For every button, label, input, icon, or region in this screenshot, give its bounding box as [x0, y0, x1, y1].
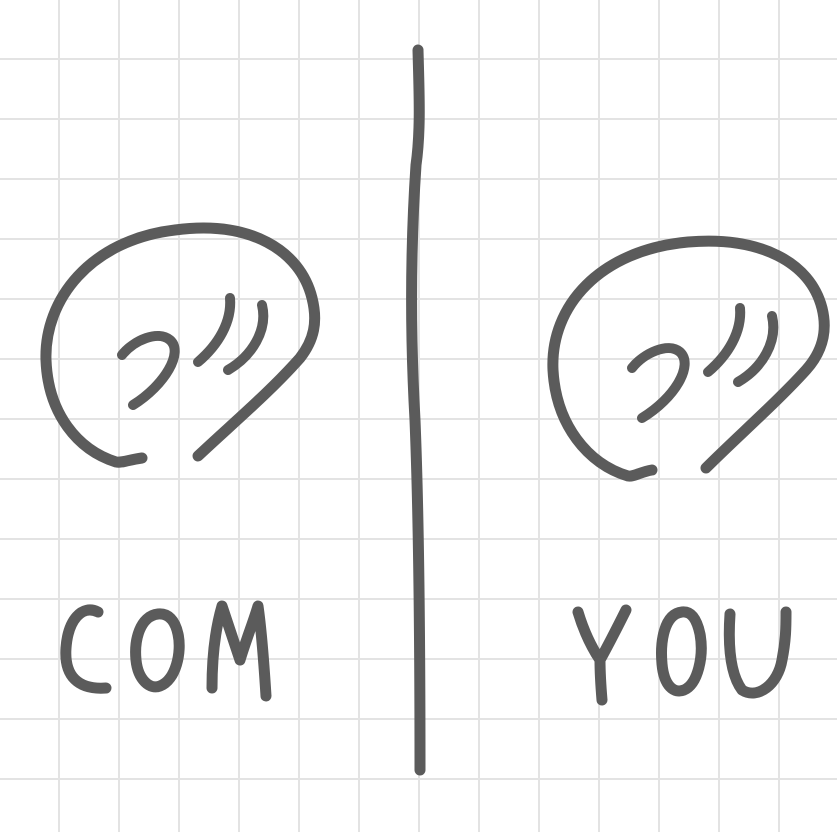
vertical-divider-line	[406, 44, 426, 776]
left-head-icon	[40, 222, 321, 468]
label-com-handwriting	[60, 600, 272, 702]
right-head-icon	[547, 235, 830, 482]
label-you-handwriting	[572, 604, 792, 706]
